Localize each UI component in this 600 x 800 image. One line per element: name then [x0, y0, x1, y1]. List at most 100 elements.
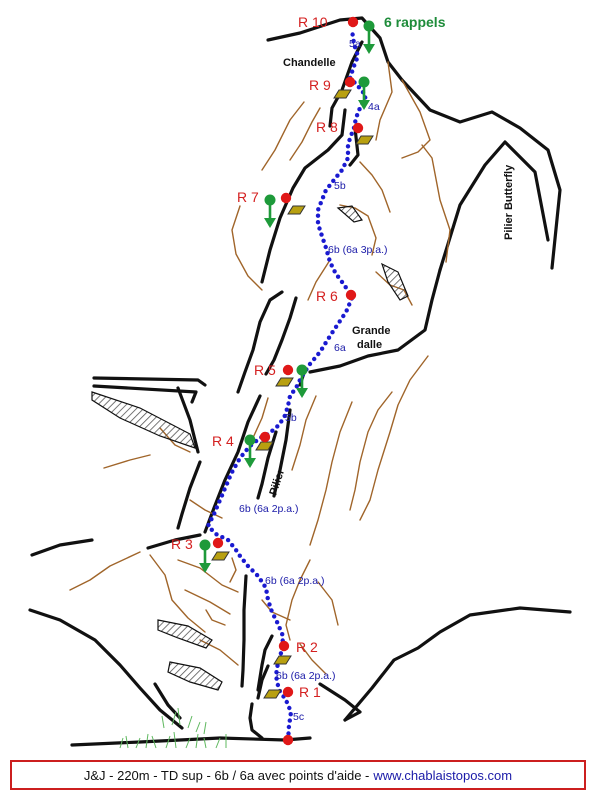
rappel-arrow-icon	[363, 20, 375, 54]
lower-step-b	[256, 664, 270, 700]
route-dot	[245, 563, 251, 569]
route-dot	[240, 452, 245, 458]
lower-left-flank	[146, 533, 202, 550]
route-dot	[225, 537, 231, 543]
route-dot	[351, 38, 356, 44]
route-dot	[315, 213, 321, 218]
bolt-icon	[255, 441, 274, 451]
left-gully-b	[176, 460, 202, 530]
route-dot	[286, 724, 292, 730]
crack	[231, 205, 263, 291]
crack	[299, 643, 327, 675]
route-dot	[344, 308, 349, 313]
relay-label-r8: R 8	[316, 119, 338, 135]
route-dot	[286, 731, 291, 736]
route-dot	[342, 162, 347, 168]
route-dot	[287, 394, 292, 400]
relay-label-r6: R 6	[316, 288, 338, 304]
mid-dalle-left	[264, 296, 298, 376]
route-dot	[349, 69, 355, 74]
grade-label: 5a	[349, 38, 361, 50]
route-dot	[270, 428, 275, 433]
route-dot	[291, 389, 296, 394]
left-gully	[176, 386, 200, 454]
relay-point	[345, 289, 357, 301]
route-dot	[315, 220, 321, 225]
route-dot	[323, 189, 328, 194]
crack	[421, 144, 451, 263]
crack	[177, 559, 239, 593]
route-dot	[209, 527, 214, 532]
route-dot	[347, 302, 352, 307]
crack	[289, 107, 321, 161]
overhang	[167, 661, 223, 691]
route-dot	[288, 712, 293, 717]
pilier-edge-right	[272, 408, 292, 498]
route-dot	[354, 51, 360, 56]
crack	[103, 454, 151, 469]
relay-point	[347, 16, 359, 28]
central-pillar-left	[236, 290, 284, 394]
bolt-icon	[211, 551, 230, 561]
route-dots	[206, 32, 368, 743]
lower-step-c	[248, 702, 264, 740]
route-dot	[269, 608, 274, 613]
route-dot	[352, 45, 358, 50]
route-dot	[279, 419, 284, 424]
route-dot	[329, 263, 334, 268]
crack	[359, 161, 391, 213]
route-dot	[277, 626, 282, 631]
overhang	[157, 619, 213, 649]
route-dot	[214, 505, 219, 510]
route-dot	[275, 424, 280, 429]
route-dot	[217, 499, 222, 504]
route-dot	[357, 107, 362, 112]
pilier-edge-inner	[256, 430, 278, 500]
footer-text: J&J - 220m - TD sup - 6b / 6a avec point…	[83, 767, 370, 783]
relay-label-r2: R 2	[296, 639, 318, 655]
base-line	[70, 736, 312, 747]
route-dot	[209, 517, 214, 522]
route-dot	[206, 522, 211, 528]
crack	[205, 609, 226, 626]
crack	[261, 101, 305, 171]
crack	[291, 395, 317, 471]
crack	[359, 355, 429, 521]
route-dot	[224, 481, 230, 486]
route-dot	[325, 251, 330, 256]
bolt-icon	[355, 135, 374, 145]
route-dot	[214, 532, 219, 537]
route-dot	[331, 178, 336, 183]
labels: 6 rappels R 10 R 9 R 8 R 7 R 6 R 5 R 4 R…	[171, 14, 515, 723]
butterfly-ridge	[400, 78, 562, 270]
route-dot	[250, 568, 255, 573]
route-dot	[319, 232, 324, 237]
route-dot	[265, 595, 270, 601]
route-dot	[227, 475, 232, 480]
route-dot	[356, 85, 362, 90]
crack	[285, 559, 311, 641]
relay-point	[352, 122, 364, 134]
route-dot	[345, 144, 351, 149]
route-dot	[330, 330, 335, 335]
route-dot	[274, 676, 279, 681]
rappel-arrow-icon	[296, 364, 308, 398]
far-left-base	[28, 608, 184, 730]
footer-url-link[interactable]: www.chablaistopos.com	[373, 767, 513, 783]
grade-label: 6b (6a 3p.a.)	[328, 244, 388, 256]
feature-label-pilier-butterfly: Pilier Butterfly	[503, 164, 515, 240]
rock-outlines	[28, 16, 572, 747]
footer-caption: J&J - 220m - TD sup - 6b / 6a avec point…	[10, 760, 586, 790]
relay-point	[344, 76, 356, 88]
relay-point	[280, 192, 292, 204]
crack	[375, 61, 393, 141]
crack	[69, 551, 141, 591]
route-dot	[354, 57, 359, 62]
route-dot	[339, 279, 345, 285]
route-dot	[312, 356, 317, 362]
relay-point	[212, 537, 224, 549]
route-dot	[286, 401, 291, 406]
route-dot	[237, 553, 242, 558]
route-dot	[320, 195, 326, 200]
rappel-label: 6 rappels	[384, 14, 446, 30]
